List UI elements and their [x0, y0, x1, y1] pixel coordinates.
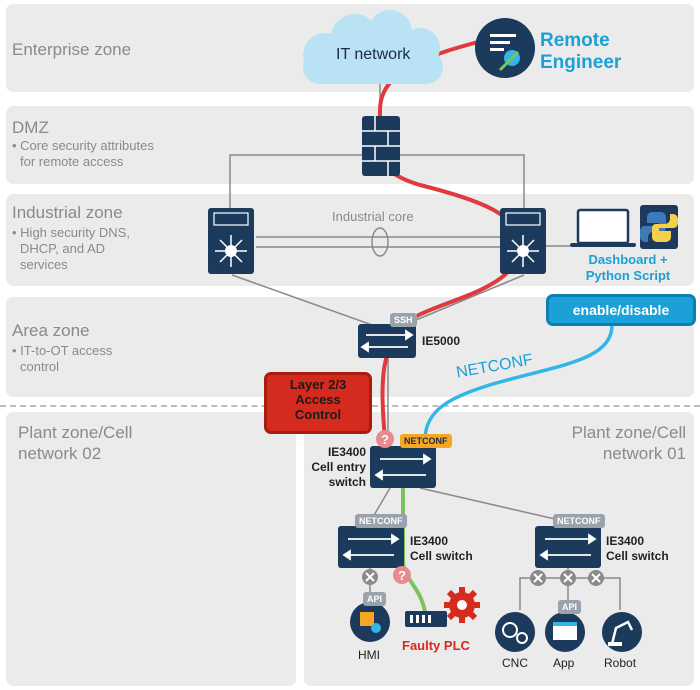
- app-icon: [545, 612, 585, 652]
- plant-zone-02-title: Plant zone/Cell network 02: [18, 423, 133, 463]
- core-switch-left-icon: [208, 208, 254, 274]
- dashboard-label: Dashboard + Python Script: [585, 252, 671, 283]
- industrial-zone-desc: • High security DNS, DHCP, and AD servic…: [12, 225, 130, 272]
- cnc-icon: [495, 612, 535, 652]
- blocked-port-icon: [560, 570, 576, 586]
- faulty-plc-label: Faulty PLC: [402, 638, 470, 653]
- cell-switch-left-icon: [338, 526, 404, 568]
- gear-icon: [444, 587, 480, 623]
- svg-text:?: ?: [398, 568, 406, 583]
- access-control-box: Layer 2/3 Access Control: [264, 372, 372, 434]
- firewall-icon: [362, 116, 400, 176]
- svg-text:?: ?: [381, 432, 389, 447]
- python-icon: [639, 205, 679, 249]
- dmz-zone-desc: • Core security attributes for remote ac…: [12, 138, 154, 169]
- ie5000-label: IE5000: [422, 334, 461, 348]
- enable-disable-button[interactable]: enable/disable: [546, 294, 696, 326]
- cell-entry-switch-icon: [370, 446, 436, 488]
- area-zone-title: Area zone: [12, 321, 90, 340]
- enterprise-zone-title: Enterprise zone: [12, 40, 132, 59]
- cell-switch-right-label: IE3400 Cell switch: [606, 534, 669, 563]
- cell-entry-label: IE3400 Cell entry switch: [311, 445, 366, 489]
- remote-engineer-label: Remote Engineer: [540, 30, 622, 73]
- ssh-tag: SSH: [390, 313, 417, 327]
- cell-switch-right-icon: [535, 526, 601, 568]
- blocked-port-icon: [588, 570, 604, 586]
- cloud-icon: [303, 10, 443, 84]
- industrial-core-label: Industrial core: [332, 209, 414, 224]
- cell-entry-netconf-tag: NETCONF: [400, 434, 452, 448]
- app-api-tag: API: [558, 600, 582, 614]
- plant-zone-01-title: Plant zone/Cell network 01: [571, 423, 686, 463]
- cell-switch-right-netconf-tag: NETCONF: [553, 514, 605, 528]
- cell-switch-left-label: IE3400 Cell switch: [410, 534, 473, 563]
- hmi-label: HMI: [358, 648, 380, 662]
- netconf-path: [423, 323, 614, 442]
- cloud-label: IT network: [336, 46, 411, 63]
- blocked-port-icon: [530, 570, 546, 586]
- cell-switch-left-netconf-tag: NETCONF: [355, 514, 407, 528]
- dmz-zone: [6, 106, 694, 184]
- industrial-zone-title: Industrial zone: [12, 203, 123, 222]
- remote-engineer-icon: [475, 18, 535, 78]
- question-marker-icon: ?: [393, 566, 411, 584]
- hmi-api-tag: API: [363, 592, 387, 606]
- hmi-icon: [350, 602, 390, 642]
- wiring: [229, 80, 621, 610]
- core-bundle: [371, 227, 389, 257]
- blocked-port-icon: [362, 569, 378, 585]
- question-marker-icon: ?: [376, 430, 394, 448]
- area-zone-desc: • IT-to-OT access control: [12, 343, 113, 374]
- remote-access-path: [377, 40, 523, 442]
- laptop-icon: [570, 208, 636, 247]
- cnc-label: CNC: [502, 656, 528, 670]
- core-switch-right-icon: [500, 208, 546, 274]
- robot-icon: [602, 612, 642, 652]
- plc-icon: [405, 611, 447, 627]
- robot-label: Robot: [604, 656, 637, 670]
- plant-zone-02: [6, 412, 296, 686]
- app-label: App: [553, 656, 575, 670]
- ie5000-switch-icon: [358, 324, 416, 358]
- dmz-zone-title: DMZ: [12, 118, 49, 137]
